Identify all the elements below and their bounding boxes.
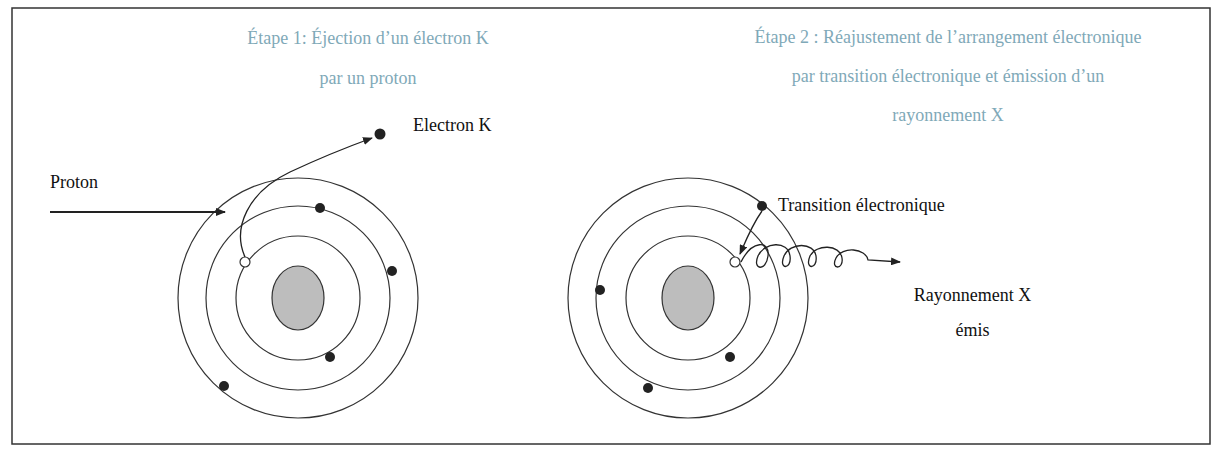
proton-label: Proton	[50, 170, 98, 194]
step-heading: Étape 1: Éjection d’un électron K par un…	[243, 18, 493, 98]
electron-label: Electron K	[413, 113, 491, 137]
xray-label: Rayonnement X émis	[895, 278, 1050, 348]
transition-label: Transition électronique	[778, 193, 945, 217]
frame	[12, 8, 1210, 444]
atom-left	[50, 129, 418, 419]
step-heading: Étape 2 : Réajustement de l’arrangement …	[743, 18, 1153, 135]
